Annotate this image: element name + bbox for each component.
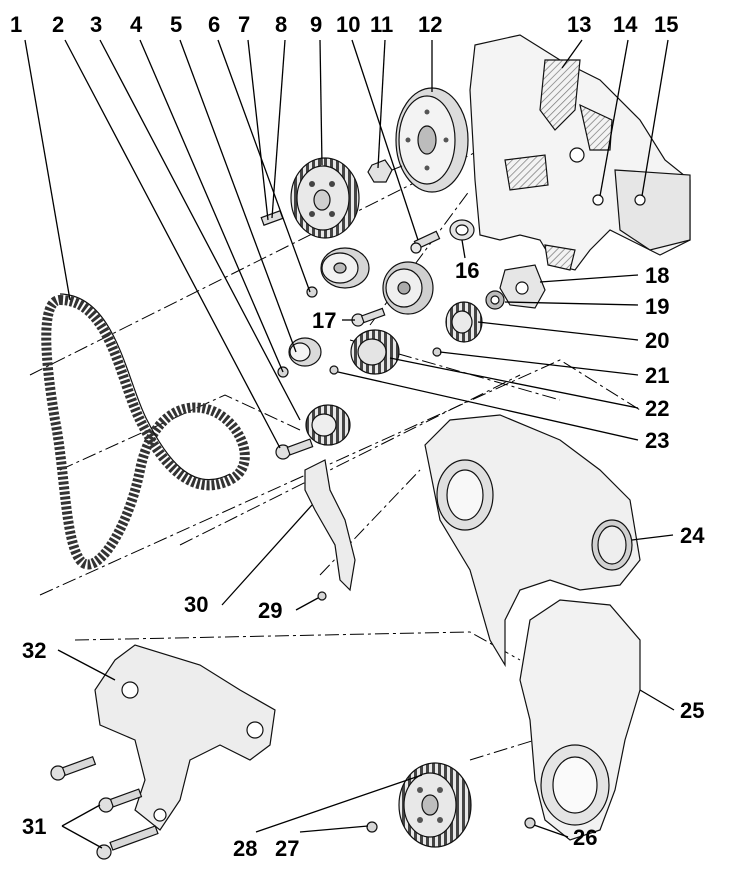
- lower-front-cover: [519, 599, 641, 841]
- callout-27: 27: [275, 836, 299, 861]
- callout-17: 17: [312, 308, 336, 333]
- pump-sprocket-hub: [395, 87, 469, 193]
- callout-18: 18: [645, 263, 669, 288]
- bracket-bolt: [317, 591, 327, 601]
- small-bolt-21: [432, 347, 442, 357]
- rear-bracket: [304, 459, 356, 592]
- pulley-bolt: [351, 307, 386, 327]
- callout-30: 30: [184, 592, 208, 617]
- callout-22: 22: [645, 396, 669, 421]
- crankshaft-sprocket: [350, 329, 400, 375]
- callout-32: 32: [22, 638, 46, 663]
- shaft-seal: [485, 290, 505, 310]
- callout-25: 25: [680, 698, 704, 723]
- engine-mount-bracket: [94, 644, 276, 831]
- deflection-roller: [305, 404, 351, 446]
- callout-29: 29: [258, 598, 282, 623]
- oil-pump-sprocket: [445, 301, 483, 343]
- callout-15: 15: [654, 12, 678, 37]
- pulley-bolt-27: [366, 821, 378, 833]
- callout-8: 8: [275, 12, 287, 37]
- small-bolt-23: [329, 365, 339, 375]
- callout-7: 7: [238, 12, 250, 37]
- callout-1: 1: [10, 12, 22, 37]
- callout-26: 26: [573, 825, 597, 850]
- callout-5: 5: [170, 12, 182, 37]
- callout-16: 16: [455, 258, 479, 283]
- callout-23: 23: [645, 428, 669, 453]
- callout-4: 4: [130, 12, 143, 37]
- callout-12: 12: [418, 12, 442, 37]
- timing-belt: [41, 293, 250, 570]
- callout-21: 21: [645, 363, 669, 388]
- idler-bolt: [410, 230, 441, 254]
- leader-lines: [24, 39, 675, 849]
- tensioner-roller: [320, 247, 370, 289]
- cover-bolt-15: [634, 194, 646, 206]
- callout-6: 6: [208, 12, 220, 37]
- callout-3: 3: [90, 12, 102, 37]
- callout-9: 9: [310, 12, 322, 37]
- rear-timing-cover: [469, 34, 691, 271]
- callout-20: 20: [645, 328, 669, 353]
- idler-roller: [288, 337, 322, 367]
- cover-bolt-14: [592, 194, 604, 206]
- callout-31: 31: [22, 814, 46, 839]
- hub-nut: [367, 159, 403, 183]
- guide-sleeve: [449, 219, 475, 241]
- cover-bolt-26: [524, 817, 536, 829]
- camshaft-sprocket: [290, 157, 360, 239]
- callout-14: 14: [613, 12, 638, 37]
- callout-19: 19: [645, 294, 669, 319]
- crankshaft-pulley: [398, 762, 472, 848]
- callout-labels: 1 2 3 4 5 6 7 8 9 10 11 12 13 14 15 16 1…: [10, 12, 705, 861]
- bracket-bolts: [50, 755, 159, 860]
- water-pump-flange: [499, 264, 546, 309]
- callout-11: 11: [370, 12, 393, 37]
- callout-10: 10: [336, 12, 360, 37]
- upper-front-cover: [424, 414, 641, 668]
- callout-2: 2: [52, 12, 64, 37]
- callout-13: 13: [567, 12, 591, 37]
- callout-24: 24: [680, 523, 705, 548]
- idler-pulley: [382, 261, 434, 315]
- callout-28: 28: [233, 836, 257, 861]
- roller-bolt: [275, 438, 314, 460]
